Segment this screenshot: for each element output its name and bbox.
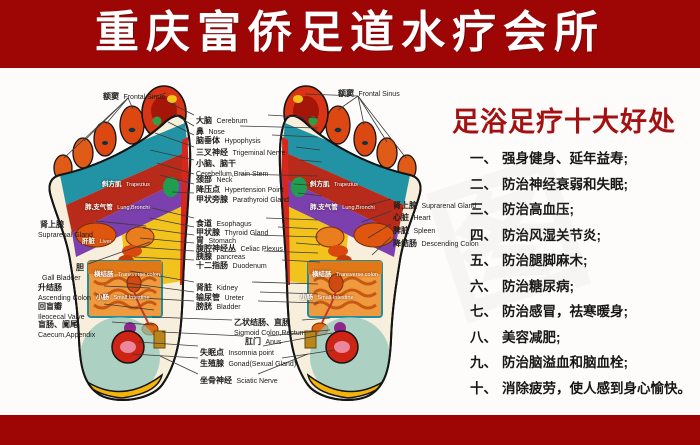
zone-trapezius-left: 斜方肌 Trapezius	[102, 181, 150, 188]
benefit-number: 四、	[470, 227, 497, 243]
benefit-item: 四、 防治风湿关节炎;	[470, 224, 695, 243]
benefit-text: 防治神经衰弱和失眠;	[502, 176, 628, 192]
benefit-item: 八、 美容减肥;	[470, 326, 695, 345]
leader-lines	[63, 92, 407, 375]
benefit-item: 十、 消除疲劳，使人感到身心愉快。	[470, 377, 695, 396]
label-pancreas: 胰腺 pancreas	[196, 252, 246, 261]
zone-small-intestine-left: 小肠 Small Intestine	[96, 294, 150, 301]
label-hypophysis: 脑垂体 Hypophysis	[196, 136, 261, 145]
benefit-number: 一、	[470, 151, 497, 166]
benefit-item: 六、 防治糖尿病;	[470, 275, 695, 294]
label-bladder: 膀胱 Bladder	[196, 302, 241, 311]
benefit-item: 一、 强身健身、延年益寿;	[470, 147, 695, 166]
label-insomnia-point: 失眠点 Insomnia point	[200, 348, 274, 357]
left-foot-illustration	[49, 86, 190, 400]
benefit-text: 防治脑溢血和脑血栓;	[502, 355, 628, 370]
label-descending-colon: 降结肠 Descending Colon	[393, 239, 479, 248]
benefit-text: 美容减肥;	[502, 329, 561, 345]
label-neck: 颈部 Neck	[196, 175, 233, 184]
benefit-item: 二、 防治神经衰弱和失眠;	[470, 173, 695, 192]
zone-liver: 肝脏 Liver	[82, 238, 112, 245]
label-heart: 心脏 Heart	[393, 213, 431, 222]
label-celiac-plexus: 腹腔神经丛 Celiac Plexus	[196, 244, 283, 253]
label-trigeminal-nerve: 三叉神经 Trigeminal Nerve	[196, 148, 286, 157]
label-duodenum: 十二指肠 Duodenum	[196, 261, 267, 270]
benefits-title: 足浴足疗十大好处	[452, 107, 676, 137]
benefit-text: 强身健身、延年益寿;	[502, 151, 628, 166]
label-suprarenal-gland-right: 肾上腺 Suprarenal Gland	[393, 201, 477, 210]
benefit-number: 九、	[470, 355, 497, 370]
top-title-bar: 重庆富侨足道水疗会所	[0, 0, 700, 68]
benefit-text: 防治糖尿病;	[502, 278, 574, 294]
label-sciatic-nerve: 坐骨神经 Sciatic Nerve	[200, 376, 278, 385]
benefits-list: 一、 强身健身、延年益寿; 二、 防治神经衰弱和失眠; 三、 防治高血压; 四、…	[470, 147, 695, 402]
bottom-bar	[0, 415, 700, 445]
label-thyroid-gland: 甲状腺 Thyroid Gland	[196, 228, 269, 237]
label-nose: 鼻 Nose	[196, 127, 225, 136]
label-gonad: 生殖腺 Gonad(Sexual Gland)	[200, 359, 297, 368]
zone-lung-right: 肺,支气管 Lung,Bronchi	[310, 204, 375, 211]
label-anus: 肛门 Anus	[245, 337, 282, 346]
label-esophagus: 食道 Esophagus	[196, 219, 252, 228]
benefit-number: 二、	[470, 176, 497, 192]
zone-lung-left: 肺,支气管 Lung,Bronchi	[85, 204, 150, 211]
benefit-text: 消除疲劳，使人感到身心愉快。	[502, 380, 691, 396]
benefit-number: 三、	[470, 202, 497, 217]
label-cerebrum: 大脑 Cerebrum	[196, 116, 248, 125]
benefit-text: 防治风湿关节炎;	[502, 227, 601, 243]
label-frontal-sinus-left: 额窦 Frontal Sinus	[103, 92, 165, 101]
benefit-number: 七、	[470, 304, 497, 319]
benefit-item: 九、 防治脑溢血和脑血栓;	[470, 351, 695, 370]
label-spleen: 脾脏 Spleen	[393, 226, 436, 235]
benefit-number: 五、	[470, 253, 497, 268]
benefit-number: 十、	[470, 380, 497, 396]
zone-transverse-colon-right: 横结肠 Transverse colon	[312, 271, 378, 278]
label-parathyroid-gland: 甲状旁腺 Parathyroid Gland	[196, 195, 289, 204]
label-kidney: 肾脏 Kidney	[196, 283, 238, 292]
benefit-text: 防治感冒，祛寒暖身;	[502, 304, 628, 319]
zone-transverse-colon-left: 横结肠 Transverse colon	[94, 271, 160, 278]
zone-trapezius-right: 斜方肌 Trapezius	[310, 181, 358, 188]
label-frontal-sinus-right: 额窦 Frontal Sinus	[338, 89, 400, 98]
benefit-text: 防治高血压;	[502, 202, 574, 217]
label-hypertension-point: 降压点 Hypertension Point	[196, 185, 284, 194]
label-ureter: 输尿管 Ureter	[196, 293, 244, 302]
benefit-item: 五、 防治腿脚麻木;	[470, 249, 695, 268]
benefit-text: 防治腿脚麻木;	[502, 253, 588, 268]
benefit-item: 三、 防治高血压;	[470, 198, 695, 217]
benefit-item: 七、 防治感冒，祛寒暖身;	[470, 300, 695, 319]
benefit-number: 六、	[470, 278, 497, 294]
label-stomach: 胃 Stomach	[196, 236, 237, 245]
zone-small-intestine-right: 小肠 Small Intestine	[300, 294, 354, 301]
poster-title: 重庆富侨足道水疗会所	[95, 8, 605, 57]
benefit-number: 八、	[470, 329, 497, 345]
